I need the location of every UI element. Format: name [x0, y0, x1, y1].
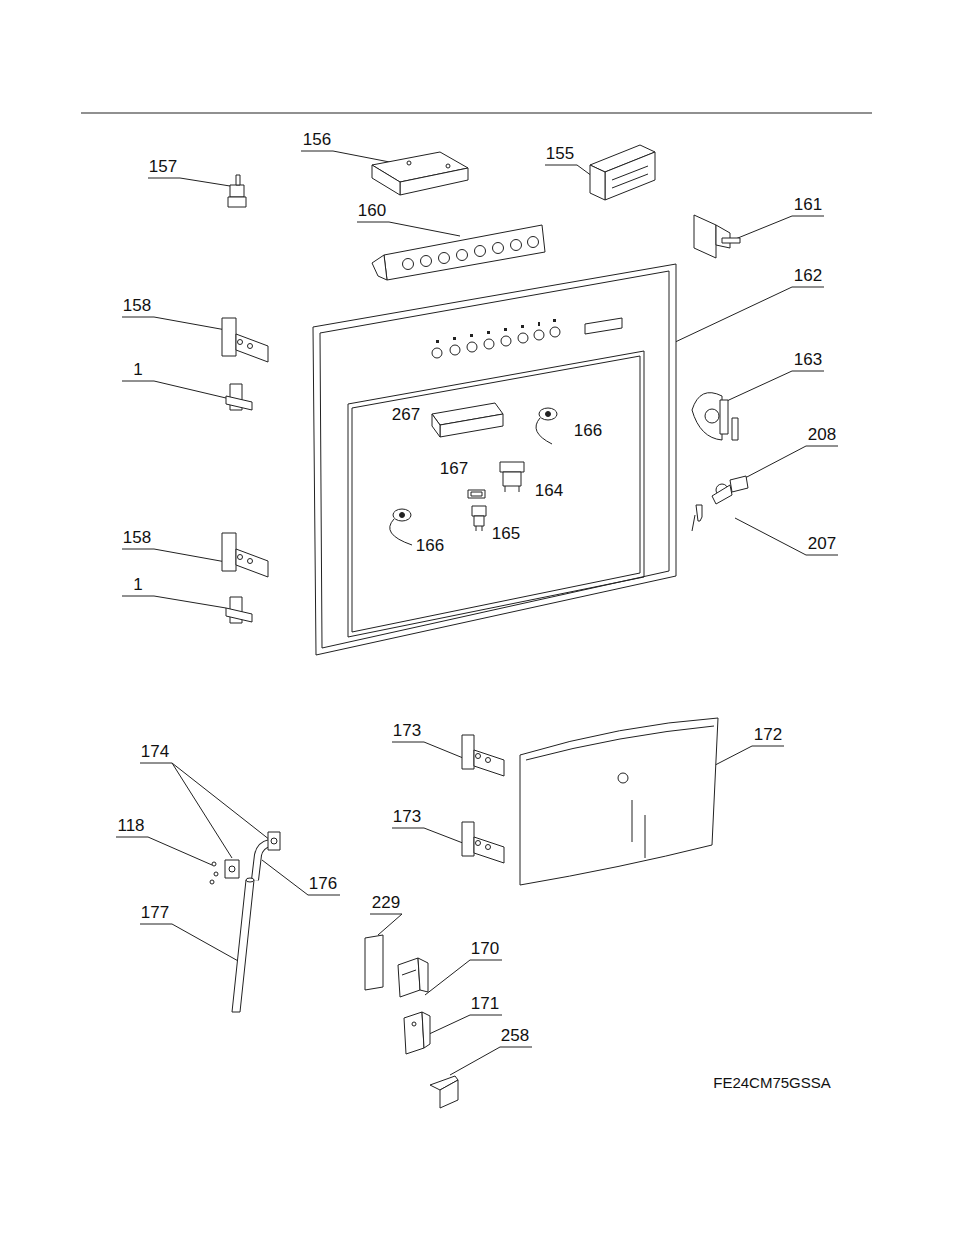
callout-number: 166 [574, 421, 602, 441]
callout-number: 163 [794, 350, 822, 370]
callout-number: 170 [471, 939, 499, 959]
callout-number: 161 [794, 195, 822, 215]
callout-number: 1 [133, 360, 142, 380]
callout-number: 164 [535, 481, 563, 501]
callout-number: 1 [133, 575, 142, 595]
callout-number: 155 [546, 144, 574, 164]
callout-number: 165 [492, 524, 520, 544]
callout-number: 167 [440, 459, 468, 479]
callout-number: 173 [393, 807, 421, 827]
callout-number: 174 [141, 742, 169, 762]
callout-number: 177 [141, 903, 169, 923]
callout-number: 162 [794, 266, 822, 286]
callout-number: 157 [149, 157, 177, 177]
callout-number: 172 [754, 725, 782, 745]
callout-number: 160 [358, 201, 386, 221]
callout-number: 258 [501, 1026, 529, 1046]
model-number: FE24CM75GSSA [713, 1073, 831, 1093]
callout-number: 156 [303, 130, 331, 150]
callout-number: 267 [392, 405, 420, 425]
callout-number: 158 [123, 528, 151, 548]
callout-number: 207 [808, 534, 836, 554]
callout-number: 229 [372, 893, 400, 913]
callout-number: 118 [117, 816, 144, 836]
callout-number: 173 [393, 721, 421, 741]
callout-number: 158 [123, 296, 151, 316]
callout-number: 166 [416, 536, 444, 556]
callout-number: 171 [471, 994, 499, 1014]
callout-number: 176 [309, 874, 337, 894]
callout-number: 208 [808, 425, 836, 445]
